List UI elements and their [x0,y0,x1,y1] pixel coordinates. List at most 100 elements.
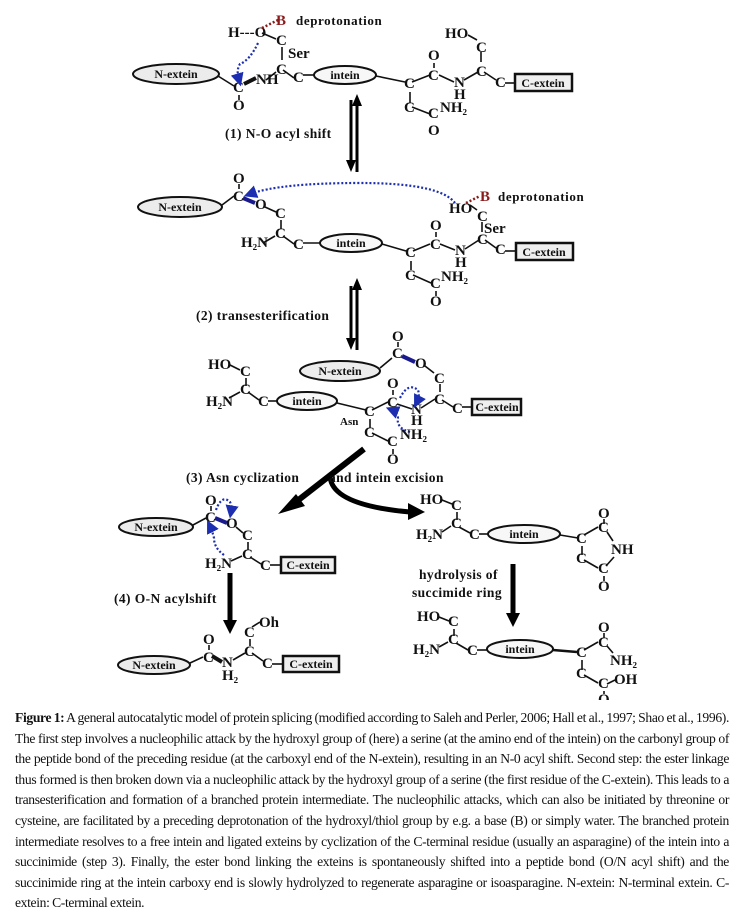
acyl-shift-arrow-a [214,498,239,519]
atom-h: H [411,413,423,429]
atom-c: C [392,346,403,362]
atom-h2: H₂ [222,668,239,684]
atom-n: N [411,402,422,418]
atom-nh2: NH₂ [400,427,428,443]
c-extein-box-5 [281,654,341,674]
atom-ho: HO [417,609,440,625]
atom-ho: HO [208,357,231,373]
structure-7-free-intein-hydrolyzed: HO C C H₂N C intein C C O NH₂ C C OH O [413,609,638,700]
intein-label: intein [505,642,535,656]
intein-oval-3 [276,391,338,411]
c-extein-label: C-extein [286,558,330,572]
protein-splicing-diagram: H---O B deprotonation C Ser C NH C O N-e… [114,13,638,700]
atom-c: C [275,226,286,242]
atom-c: C [404,76,415,92]
atom-c: C [598,635,609,651]
intein-label: intein [330,68,360,82]
atom-c: C [428,106,439,122]
atom-nh2: NH₂ [610,653,638,669]
intein-oval-2 [319,233,383,253]
intein-oval-6 [487,524,561,544]
n-extein-label: N-extein [318,364,362,378]
step-4-label: (4) O-N acylshift [114,591,217,606]
atom-o: O [205,493,217,509]
deprotonation-bond-1 [261,18,279,30]
n-extein-label: N-extein [134,520,178,534]
atom-c: C [434,392,445,408]
atom-ho: HO [445,26,468,42]
intein-oval-7 [486,639,554,659]
deprotonation-label-2: deprotonation [498,189,584,204]
n-extein-label: N-extein [132,658,176,672]
atom-c: C [476,64,487,80]
atom-h-o: H---O [228,25,266,41]
n-extein-label: N-extein [158,200,202,214]
atom-c: C [244,644,255,660]
deprotonation-label-1: deprotonation [296,13,382,28]
c-extein-box-2 [514,241,575,262]
cyclization-arrow-b [385,406,411,434]
step-1-label: (1) N-O acyl shift [225,126,332,141]
atom-h: H [455,255,467,271]
atom-c: C [576,551,587,567]
atom-c: C [598,561,609,577]
atom-c: C [258,394,269,410]
atom-c: C [452,401,463,417]
c-extein-label: C-extein [475,400,519,414]
atom-c: C [477,209,488,225]
n-extein-oval-1 [132,63,220,85]
atom-o: O [598,579,610,595]
atom-c: C [242,528,253,544]
equilibrium-arrow-2 [346,278,362,350]
atom-c: C [576,645,587,661]
n-extein-oval-4 [118,517,194,537]
atom-c: C [387,434,398,450]
atom-ho: HO [449,201,472,217]
atom-c: C [203,650,214,666]
atom-n: N [455,243,466,259]
acyl-shift-arrow-b [207,520,225,556]
n-extein-oval-3 [299,360,381,382]
atom-c: C [233,80,244,96]
atom-c: C [576,666,587,682]
atom-c: C [233,189,244,205]
hydrolysis-label-line2: succimide ring [412,585,502,600]
atom-c: C [476,40,487,56]
atom-c: C [469,527,480,543]
ser-label-1: Ser [288,46,310,62]
atom-o: O [430,218,442,234]
atom-c: C [448,632,459,648]
atom-c: C [387,395,398,411]
c-extein-label: C-extein [289,657,333,671]
atom-h: H [454,87,466,103]
intein-oval-1 [313,65,377,85]
atom-c: C [467,643,478,659]
c-extein-box-3 [470,397,523,417]
atom-o: O [255,197,267,213]
atom-c: C [495,242,506,258]
equilibrium-arrow-1 [346,94,362,172]
step-2-label: (2) transesterification [196,308,329,323]
atom-nh2: NH₂ [441,269,469,285]
atom-o: O [392,329,404,345]
atom-c: C [405,245,416,261]
atom-o: O [430,294,442,310]
atom-c: C [242,547,253,563]
atom-nh: NH [256,72,279,88]
atom-o: O [203,632,215,648]
intein-label: intein [509,527,539,541]
atom-h2n: H₂N [413,642,440,658]
structure-4-ester-exteins: N-extein C O O C C H₂N C C-extein [118,493,337,575]
structure-6-free-intein-succinimide: HO C C H₂N C intein C C O NH C C O [416,492,634,595]
atom-oh: OH [614,672,638,688]
intein-label: intein [292,394,322,408]
atom-oh: Oh [259,615,280,631]
atom-c: C [262,656,273,672]
atom-h2n: H₂N [241,235,268,251]
structure-1-precursor: H---O B deprotonation C Ser C NH C O N-e… [132,13,574,139]
atom-c: C [448,614,459,630]
atom-o: O [387,452,399,468]
base-label-2: B [480,189,490,205]
atom-c: C [293,70,304,86]
figure-caption: Figure 1: A general autocatalytic model … [15,708,729,914]
